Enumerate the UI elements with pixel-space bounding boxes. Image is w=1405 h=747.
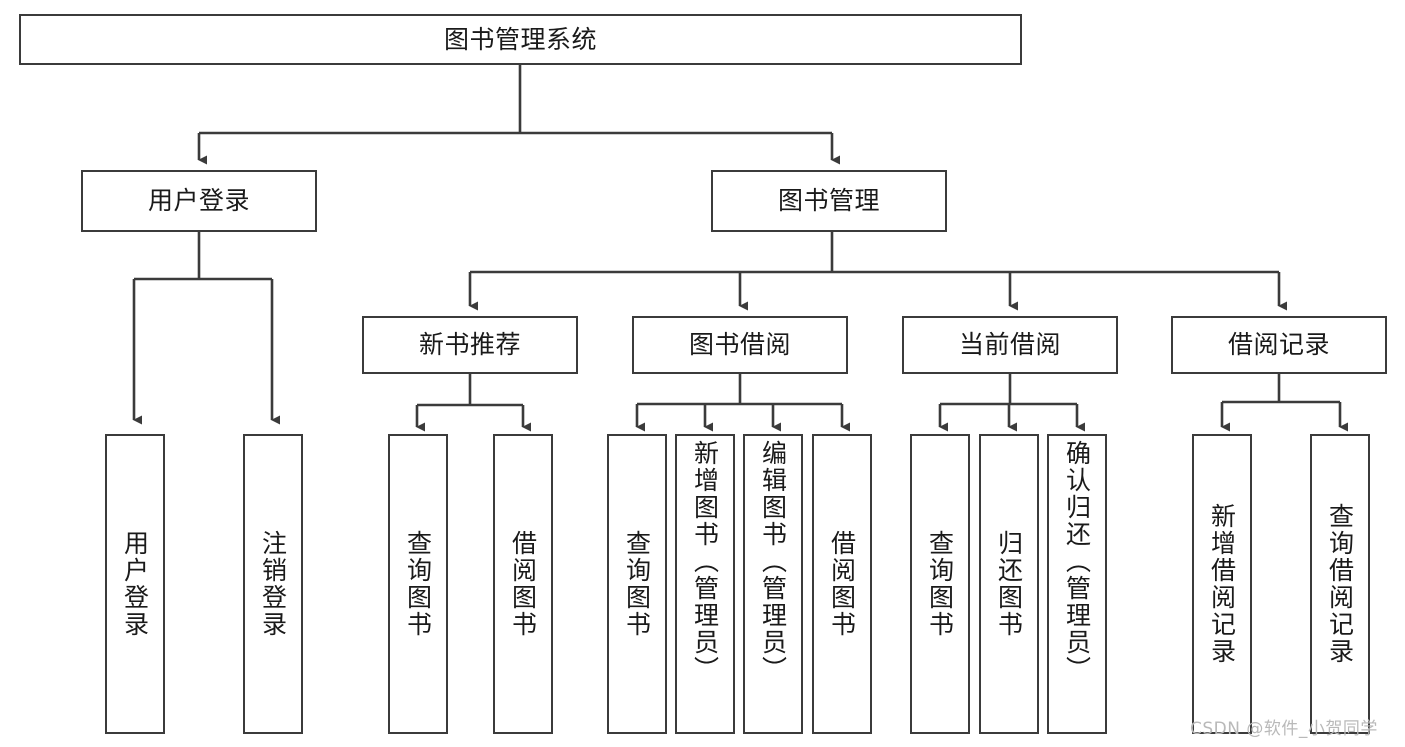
node-book-manage-label: 图书管理	[777, 186, 880, 215]
node-user-login-label: 用户登录	[147, 186, 250, 215]
node-current-borrow[interactable]: 当前借阅	[902, 316, 1118, 374]
node-leaf-user-logout-label: 注销登录	[258, 530, 288, 638]
node-current-borrow-label: 当前借阅	[958, 330, 1061, 359]
node-leaf-borrow-book-2[interactable]: 借阅图书	[812, 434, 872, 734]
node-leaf-add-book-label: 新增图书（管理员）	[690, 440, 720, 683]
node-leaf-user-login[interactable]: 用户登录	[105, 434, 165, 734]
node-leaf-confirm-return-label: 确认归还（管理员）	[1062, 440, 1092, 683]
node-leaf-borrow-book-1[interactable]: 借阅图书	[493, 434, 553, 734]
node-leaf-query-book-2[interactable]: 查询图书	[607, 434, 667, 734]
node-leaf-confirm-return[interactable]: 确认归还（管理员）	[1047, 434, 1107, 734]
node-leaf-query-book-3-label: 查询图书	[925, 530, 955, 638]
node-leaf-query-record[interactable]: 查询借阅记录	[1310, 434, 1370, 734]
node-leaf-user-login-label: 用户登录	[120, 530, 150, 638]
node-leaf-query-book-3[interactable]: 查询图书	[910, 434, 970, 734]
node-book-manage[interactable]: 图书管理	[711, 170, 947, 232]
csdn-watermark: CSDN @软件_小贺同学	[1190, 719, 1378, 739]
node-leaf-query-book-1-label: 查询图书	[403, 530, 433, 638]
node-new-book-rec-label: 新书推荐	[418, 330, 521, 359]
node-new-book-rec[interactable]: 新书推荐	[362, 316, 578, 374]
node-leaf-add-book[interactable]: 新增图书（管理员）	[675, 434, 735, 734]
node-leaf-user-logout[interactable]: 注销登录	[243, 434, 303, 734]
node-leaf-add-record[interactable]: 新增借阅记录	[1192, 434, 1252, 734]
node-leaf-query-book-2-label: 查询图书	[622, 530, 652, 638]
node-leaf-add-record-label: 新增借阅记录	[1207, 503, 1237, 665]
node-borrow-record[interactable]: 借阅记录	[1171, 316, 1387, 374]
node-root-label: 图书管理系统	[443, 24, 597, 54]
node-leaf-return-book-label: 归还图书	[994, 530, 1024, 638]
node-root[interactable]: 图书管理系统	[19, 14, 1022, 65]
node-leaf-borrow-book-2-label: 借阅图书	[827, 530, 857, 638]
node-book-borrow-label: 图书借阅	[688, 330, 791, 359]
node-leaf-borrow-book-1-label: 借阅图书	[508, 530, 538, 638]
node-leaf-edit-book-label: 编辑图书（管理员）	[758, 440, 788, 683]
node-book-borrow[interactable]: 图书借阅	[632, 316, 848, 374]
node-leaf-query-book-1[interactable]: 查询图书	[388, 434, 448, 734]
node-user-login[interactable]: 用户登录	[81, 170, 317, 232]
node-leaf-query-record-label: 查询借阅记录	[1325, 503, 1355, 665]
node-leaf-edit-book[interactable]: 编辑图书（管理员）	[743, 434, 803, 734]
node-borrow-record-label: 借阅记录	[1227, 330, 1330, 359]
node-leaf-return-book[interactable]: 归还图书	[979, 434, 1039, 734]
